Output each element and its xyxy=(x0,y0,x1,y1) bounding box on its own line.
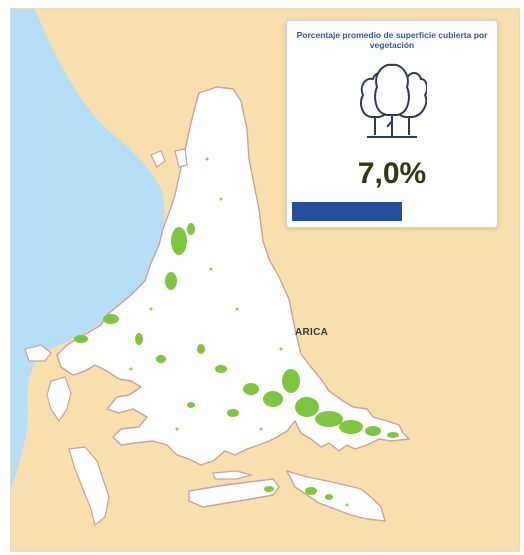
map-panel: ARICA xyxy=(10,8,520,552)
city-label: ARICA xyxy=(295,327,329,338)
vegetation-dot xyxy=(219,197,223,201)
vegetation-patch xyxy=(156,355,166,363)
vegetation-patch xyxy=(74,335,88,343)
vegetation-patch xyxy=(243,383,259,395)
map-canvas xyxy=(11,9,519,551)
vegetation-patch xyxy=(171,227,187,255)
urban-patch-sw xyxy=(68,446,110,527)
vegetation-dot xyxy=(175,427,179,431)
vegetation-patch xyxy=(187,223,195,235)
vegetation-patch xyxy=(305,487,317,495)
vegetation-dot xyxy=(345,503,349,507)
vegetation-percentage: 7,0% xyxy=(357,157,427,190)
sea-area xyxy=(11,9,165,489)
vegetation-patch xyxy=(282,369,300,393)
vegetation-patch xyxy=(295,397,319,417)
vegetation-patch xyxy=(187,402,195,408)
vegetation-patch xyxy=(165,272,177,290)
vegetation-patch xyxy=(135,333,143,345)
urban-patch-north-2 xyxy=(174,148,188,168)
urban-patch-north xyxy=(150,150,166,168)
vegetation-patch xyxy=(325,494,333,500)
vegetation-patch xyxy=(215,365,227,373)
vegetation-patch xyxy=(365,426,381,436)
vegetation-patch xyxy=(264,486,274,492)
vegetation-patches xyxy=(74,223,399,500)
vegetation-dot xyxy=(149,307,153,311)
urban-strip-south xyxy=(188,478,280,508)
trees-icon xyxy=(360,63,427,138)
vegetation-patch xyxy=(339,420,363,434)
vegetation-patch xyxy=(103,314,119,324)
vegetation-indicator-card: Porcentaje promedio de superficie cubier… xyxy=(286,20,498,228)
vegetation-dot xyxy=(259,427,263,431)
urban-patch-west xyxy=(24,344,52,362)
progress-bar-fill xyxy=(292,202,402,221)
vegetation-patch xyxy=(227,409,239,417)
urban-strip-south-2 xyxy=(212,470,254,480)
urban-patch-coast xyxy=(46,376,72,423)
vegetation-patch xyxy=(315,411,343,427)
progress-bar xyxy=(292,202,492,221)
card-title: Porcentaje promedio de superficie cubier… xyxy=(296,30,488,50)
vegetation-dot xyxy=(279,347,283,351)
vegetation-dot xyxy=(205,157,209,161)
vegetation-patch xyxy=(197,344,205,354)
vegetation-dot xyxy=(209,267,213,271)
urban-area-south xyxy=(286,470,386,522)
vegetation-patch xyxy=(263,391,283,407)
vegetation-dots xyxy=(129,157,349,507)
vegetation-dot xyxy=(129,367,133,371)
vegetation-dot xyxy=(235,307,239,311)
vegetation-patch xyxy=(387,432,399,438)
